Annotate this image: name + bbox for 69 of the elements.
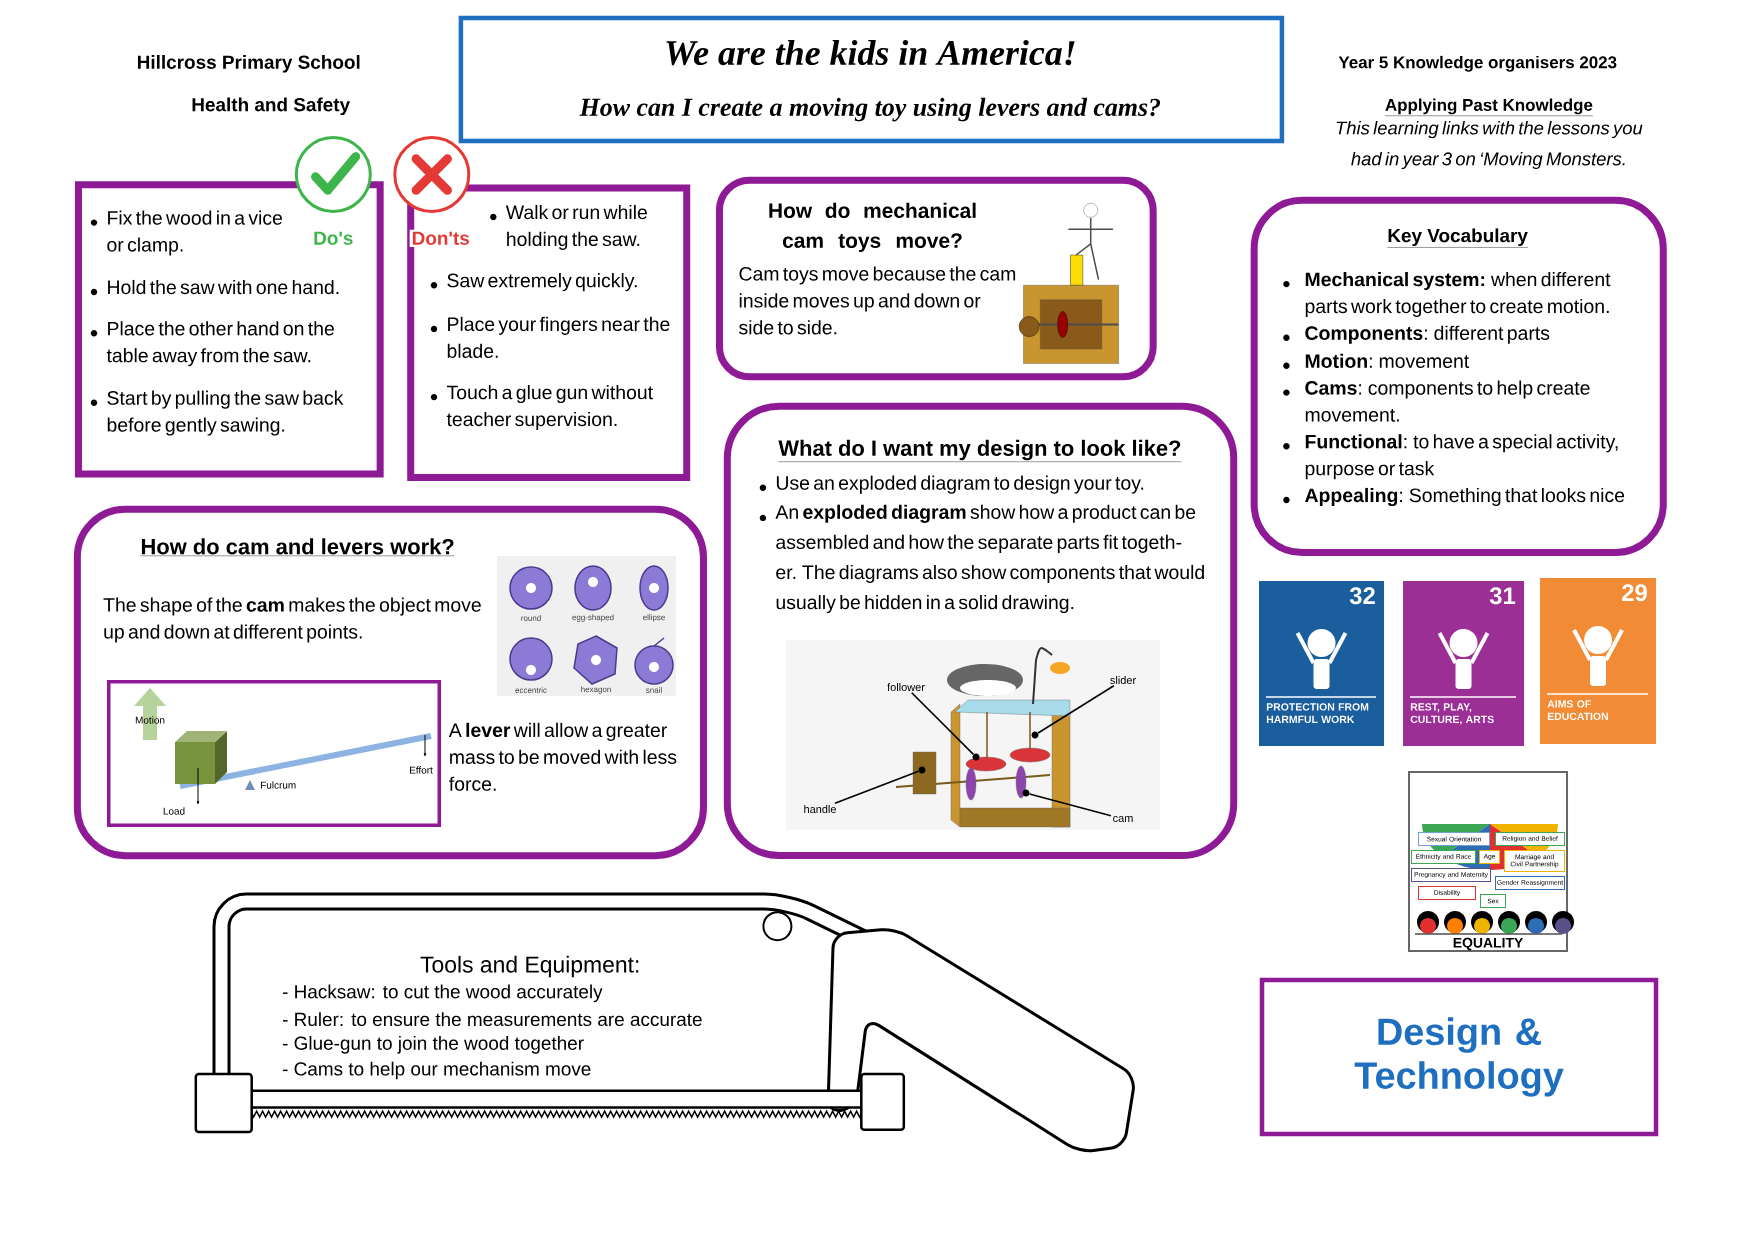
subheading: Year 5 Knowledge organisers 2023	[1338, 55, 1617, 72]
subheading: Health and Safety	[192, 97, 350, 116]
leader-line	[1028, 793, 1112, 817]
bullet-text: Walk or run while holding the saw.	[505, 204, 647, 250]
body-text: A lever will allow a greater mass to be moved with less force.	[448, 722, 677, 791]
callout-label: follower	[887, 683, 925, 692]
bullet-text: Touch a glue gun without teacher supervision.	[446, 385, 653, 430]
heading: Key Vocabulary	[1387, 228, 1529, 248]
badge-caption: AIMS OF EDUCATION	[1547, 700, 1608, 721]
diagram-label: Load	[163, 807, 185, 815]
cam-shapes-drawing	[497, 556, 676, 696]
vocabulary-item: Functional: to have a special activity, purpose or task	[1305, 434, 1618, 480]
diagram-label: Motion	[135, 716, 165, 724]
bullet-text: Place your fingers near the blade.	[447, 316, 670, 358]
heading: How do cam and levers work?	[140, 538, 455, 556]
list-item: - Glue-gun to join the wood together	[282, 1036, 584, 1054]
vocabulary-item: Appealing: Something that looks nice	[1305, 487, 1625, 507]
vocabulary-card	[1250, 196, 1667, 556]
callout-label: cam	[1113, 816, 1133, 822]
badge-number: 29	[1622, 584, 1647, 602]
bullet-text: An exploded diagram show how a product can be assembled and how the separate parts fit togeth-er. The diagrams also show components that would usually be hidden in a solid drawing.	[775, 504, 1204, 614]
bullet-text: Place the other hand on the table away from the saw.	[106, 321, 334, 367]
rules-card	[74, 181, 384, 478]
note-text: This learning links with the lessons you had in year 3 on ‘Moving Monsters.	[1336, 121, 1643, 170]
list-item: - Ruler: to ensure the measurements are accurate	[282, 1012, 702, 1027]
title-card: Design & Technology	[1259, 977, 1659, 1137]
school-name: Hillcross Primary School	[137, 55, 360, 73]
bullet-text: Fix the wood in a vice or clamp.	[107, 210, 282, 256]
vocabulary-item: Cams: components to help create movement.	[1305, 380, 1590, 422]
icon-caption: Don'ts	[409, 229, 472, 247]
body-text: Cam toys move because the cam inside moves up and down or side to side.	[739, 266, 1016, 335]
leader-line	[910, 691, 975, 756]
rights-badge	[1540, 578, 1656, 744]
icon-caption: Do's	[314, 231, 353, 245]
list-item: - Cams to help our mechanism move	[282, 1061, 591, 1080]
title-heading: We are the kids in America!	[666, 39, 1075, 66]
badge-number: 32	[1349, 587, 1375, 605]
lever-drawing	[107, 680, 441, 827]
info-card	[73, 505, 707, 860]
body-text: The shape of the cam makes the object move up and down at different points.	[103, 597, 481, 643]
callout-label: handle	[804, 805, 836, 814]
bullet-text: Start by pulling the saw back before gently sawing.	[107, 390, 344, 436]
vocabulary-item: Mechanical system: when different parts work together to create motion.	[1305, 272, 1611, 317]
leader-line	[1037, 684, 1115, 734]
vocabulary-item: Components: different parts	[1305, 325, 1550, 344]
heading: What do I want my design to look like?	[778, 439, 1182, 462]
list-item: - Hacksaw: to cut the wood accurately	[282, 984, 603, 1003]
bullet-text: Hold the saw with one hand.	[108, 279, 339, 295]
diagram-label: Effort	[410, 766, 433, 774]
rights-badge	[1259, 581, 1384, 746]
subheading: Applying Past Knowledge	[1384, 98, 1594, 116]
poster-title: EQUALITY	[1453, 937, 1524, 951]
bullet-text: Saw extremely quickly.	[447, 273, 637, 292]
rights-badge	[1403, 581, 1524, 746]
info-card	[723, 402, 1238, 860]
callout-label: slider	[1110, 676, 1136, 685]
title-box	[458, 15, 1285, 144]
heading: Tools and Equipment:	[420, 955, 639, 978]
info-card	[715, 176, 1157, 381]
badge-caption: PROTECTION FROM HARMFUL WORK	[1266, 703, 1369, 724]
bullet-text: Use an exploded diagram to design your toy.	[776, 475, 1144, 494]
badge-number: 31	[1489, 587, 1516, 605]
leader-line	[834, 770, 920, 805]
vocabulary-item: Motion: movement	[1305, 353, 1470, 368]
subtitle: How can I create a moving toy using levers and cams?	[579, 97, 1161, 122]
rules-card	[407, 184, 691, 481]
heading: How do mechanical cam toys move?	[769, 202, 976, 253]
badge-caption: REST, PLAY, CULTURE, ARTS	[1410, 703, 1494, 725]
diagram-label: Fulcrum	[261, 781, 296, 789]
